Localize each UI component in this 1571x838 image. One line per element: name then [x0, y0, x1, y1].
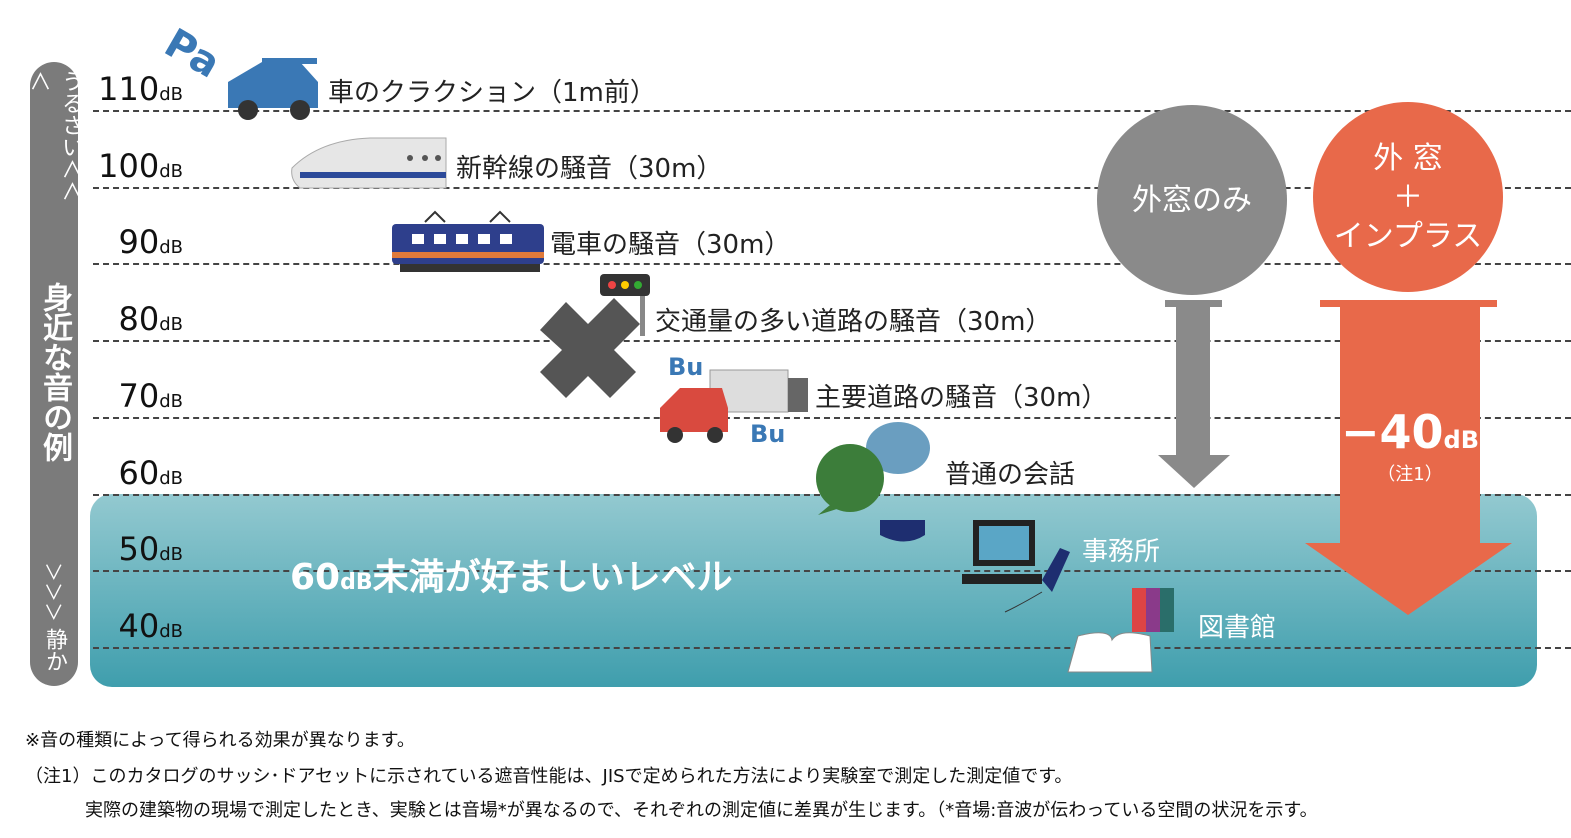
footnote: 実際の建築物の現場で測定したとき、実験とは音場*が異なるので、それぞれの測定値に… [85, 800, 1318, 821]
example-label: 交通量の多い道路の騒音（30m） [655, 307, 1052, 337]
gridline-110 [93, 110, 1571, 112]
intersection-icon [540, 274, 650, 398]
svg-text:Bu: Bu [668, 353, 703, 381]
gridline-90 [93, 263, 1571, 265]
reduction-value: −40dB [1340, 405, 1480, 459]
level-label: 50dB [118, 530, 184, 568]
speech-bubbles-icon [816, 422, 930, 542]
gridline-100 [93, 187, 1571, 189]
reduction-note: （注1） [1377, 464, 1443, 485]
svg-text:Pa: Pa [157, 20, 228, 87]
office-computer-icon [962, 520, 1070, 613]
truck-car-icon: Bu Bu [660, 353, 808, 448]
level-label: 110dB [98, 70, 183, 108]
level-label: 40dB [118, 607, 184, 645]
gridline-70 [93, 417, 1571, 419]
example-label: 電車の騒音（30m） [550, 230, 791, 260]
example-label: 図書館 [1198, 613, 1277, 643]
footnote: （注1）このカタログのサッシ･ドアセットに示されている遮音性能は、JISで定めら… [25, 766, 1073, 787]
gridline-50 [93, 570, 1571, 572]
level-label: 60dB [118, 454, 184, 492]
library-books-icon [1067, 588, 1174, 673]
gridline-80 [93, 340, 1571, 342]
level-label: 100dB [98, 147, 183, 185]
gridline-40 [93, 647, 1571, 649]
example-label: 普通の会話 [945, 460, 1076, 490]
preferred-zone-label: 60dB未満が好ましいレベル [290, 557, 733, 598]
level-label: 70dB [118, 377, 184, 415]
quiet-arrows: ＞＞＞ [41, 562, 66, 622]
svg-text:Bu: Bu [750, 420, 785, 448]
train-icon [392, 210, 544, 272]
example-label: 主要道路の騒音（30m） [815, 383, 1108, 413]
bullet-train-icon [291, 137, 447, 189]
example-label: 新幹線の騒音（30m） [456, 154, 723, 184]
quiet-label: 静か [42, 628, 67, 672]
level-label: 90dB [118, 223, 184, 261]
gray-reduction-arrow [1158, 300, 1230, 488]
outer-plus-inplus-badge: 外 窓 ＋ インプラス [1313, 102, 1503, 292]
scale-title: 身近な音の例 [37, 282, 72, 462]
preferred-level-zone [90, 494, 1537, 687]
example-label: 事務所 [1082, 537, 1161, 567]
level-label: 80dB [118, 300, 184, 338]
car-horn-icon: Pa [157, 20, 318, 120]
footnote: ※音の種類によって得られる効果が異なります。 [25, 730, 415, 751]
outer-window-only-badge: 外窓のみ [1097, 105, 1287, 295]
example-label: 車のクラクション（1m前） [328, 78, 656, 108]
orange-reduction-arrow [1305, 300, 1512, 615]
